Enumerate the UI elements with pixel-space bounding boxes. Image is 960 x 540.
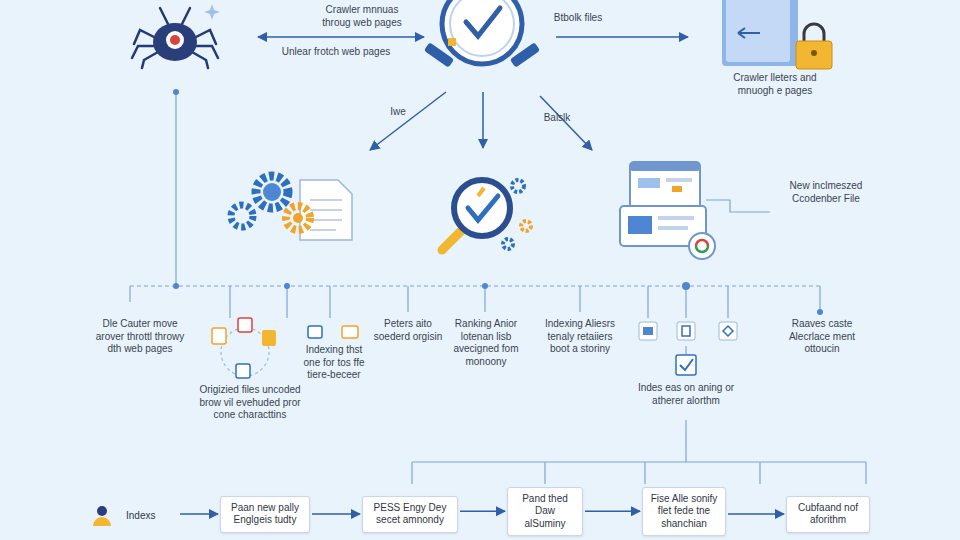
node-text: PESS Engy Dey secet amnondy	[369, 502, 451, 527]
process-box: PESS Engy Dey secet amnondy	[362, 496, 458, 533]
junction-dots	[173, 89, 823, 315]
arrow	[482, 92, 484, 148]
clock-check-icon	[424, 0, 540, 68]
node-text: Indexs	[126, 510, 174, 523]
annotation-label: Crawler mnnuas throug web pages	[314, 4, 410, 29]
arrow	[556, 36, 688, 38]
node-text: Pand thed Daw alSuminy	[514, 493, 576, 531]
flow-arrow	[460, 511, 505, 513]
locked-folder-icon	[722, 0, 832, 69]
small-icons	[93, 318, 737, 526]
arrow	[370, 92, 446, 150]
annotation-label: Ranking Anior lotenan lisb avecigned fom…	[443, 318, 529, 368]
annotation-label: New inclmeszed Ccodenber File	[774, 180, 878, 205]
annotation-label: Crawler lleters and mnuogh e pages	[723, 72, 827, 97]
node-text: Paan new pally Englgeis tudty	[227, 502, 303, 527]
annotation-label: Balslk	[535, 112, 579, 125]
node-text: Cubfaand nof aforithm	[793, 502, 863, 527]
process-box: Cubfaand nof aforithm	[786, 496, 870, 533]
annotation-label: Indes eas on aning or atherer alorthm	[634, 382, 738, 407]
annotation-label: Dle Cauter move arover throttl throwy dt…	[92, 318, 188, 356]
annotation-label: Indexing thst one for tos ffe tiere-bece…	[297, 344, 371, 382]
annotation-label: Indexing Aliesrs tenaly retaiiers boot a…	[537, 318, 623, 356]
gears-document-icon	[231, 176, 352, 240]
flow-arrow	[312, 513, 360, 515]
magnifier-icon	[442, 180, 531, 250]
start-node: Indexs	[122, 508, 178, 525]
process-box: Fise Alle sonify flet fede tne shanchian	[642, 487, 726, 537]
annotation-label: Origizied files uncoded brow vil evehude…	[192, 384, 308, 422]
node-text: Fise Alle sonify flet fede tne shanchian	[649, 493, 719, 531]
connector-lines	[130, 92, 866, 484]
flow-arrow	[180, 513, 218, 515]
flow-arrow	[728, 513, 784, 515]
annotation-label: Iwe	[383, 106, 413, 119]
flow-arrow	[585, 511, 640, 513]
annotation-label: Peters aito soederd orgisin	[372, 318, 444, 343]
annotation-label: Raaves caste Alecrlace ment ottoucin	[776, 318, 868, 356]
process-box: Paan new pally Englgeis tudty	[220, 496, 310, 533]
annotation-label: Btbolk files	[543, 12, 613, 25]
process-box: Pand thed Daw alSuminy	[507, 487, 583, 537]
double-arrow	[258, 36, 424, 38]
spider-icon	[132, 4, 220, 68]
browser-windows-icon	[620, 162, 770, 259]
annotation-label: Unlear frotch web pages	[281, 46, 391, 59]
